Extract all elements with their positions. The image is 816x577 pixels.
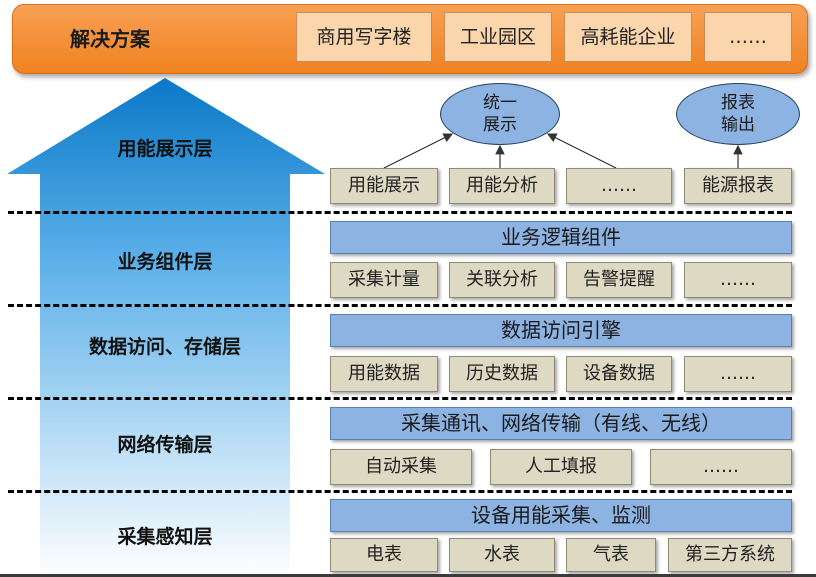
layer-divider — [8, 397, 792, 400]
layer-label-display: 用能展示层 — [117, 138, 213, 160]
data-item-more: …… — [684, 356, 792, 392]
solution-title: 解决方案 — [70, 27, 150, 51]
layer-label-network: 网络传输层 — [117, 434, 213, 456]
layer-label-collection: 采集感知层 — [117, 526, 213, 548]
business-item-alarm: 告警提醒 — [566, 262, 672, 298]
display-item-usage-analysis: 用能分析 — [449, 168, 555, 204]
solution-item-office: 商用写字楼 — [296, 12, 432, 62]
output-report: 报表 输出 — [676, 83, 800, 145]
layer-divider — [8, 490, 792, 493]
business-logic-bar: 业务逻辑组件 — [330, 221, 792, 254]
sensor-item-water-meter: 水表 — [449, 538, 555, 572]
layer-arrow — [7, 78, 325, 577]
sensor-item-electric-meter: 电表 — [330, 538, 438, 572]
network-item-manual-entry: 人工填报 — [490, 449, 632, 485]
display-item-more: …… — [566, 168, 672, 204]
output-unified-display: 统一 展示 — [440, 83, 560, 145]
business-item-correlation: 关联分析 — [449, 262, 555, 298]
network-transport-bar: 采集通讯、网络传输（有线、无线） — [330, 407, 792, 440]
network-item-more: …… — [650, 449, 792, 485]
layer-divider — [8, 304, 792, 307]
business-item-metering: 采集计量 — [330, 262, 438, 298]
solution-item-high-energy: 高耗能企业 — [564, 12, 692, 62]
device-monitoring-bar: 设备用能采集、监测 — [330, 499, 792, 532]
layer-label-data-access: 数据访问、存储层 — [88, 336, 241, 358]
display-item-usage-display: 用能展示 — [330, 168, 438, 204]
sensor-item-gas-meter: 气表 — [566, 538, 656, 572]
layer-label-business: 业务组件层 — [117, 251, 213, 273]
business-item-more: …… — [684, 262, 792, 298]
solution-item-more: …… — [704, 12, 792, 62]
network-item-auto-collect: 自动采集 — [330, 449, 472, 485]
solution-item-industrial-park: 工业园区 — [444, 12, 552, 62]
bottom-rule — [0, 574, 816, 577]
data-item-history: 历史数据 — [449, 356, 555, 392]
data-item-usage-data: 用能数据 — [330, 356, 438, 392]
data-access-engine-bar: 数据访问引擎 — [330, 314, 792, 347]
layer-divider — [8, 211, 792, 214]
display-item-energy-report: 能源报表 — [684, 168, 792, 204]
sensor-item-third-party: 第三方系统 — [668, 538, 792, 572]
data-item-device: 设备数据 — [566, 356, 672, 392]
